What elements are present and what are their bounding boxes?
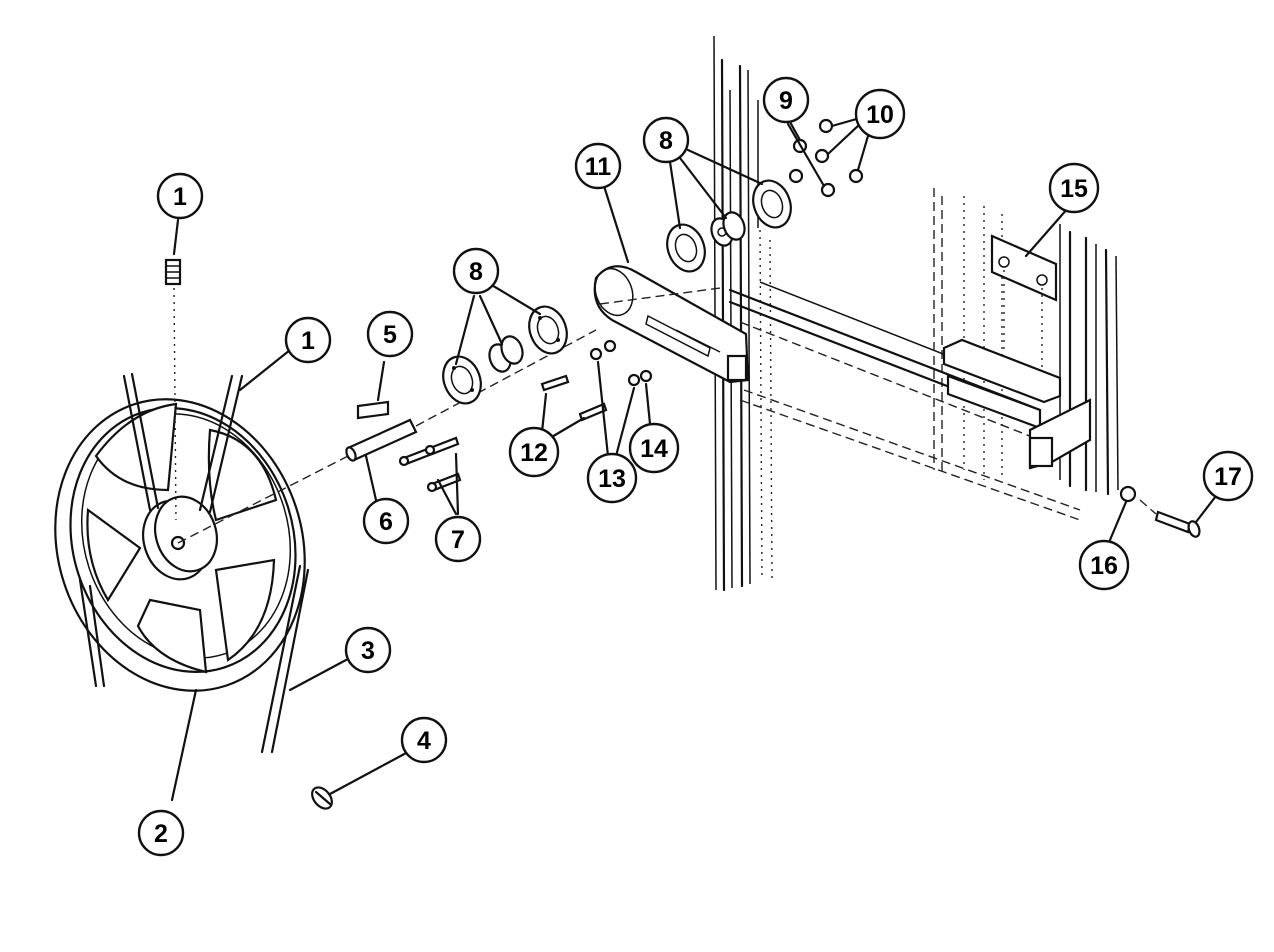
callout-number: 11 <box>585 153 612 181</box>
callout-circle <box>642 116 690 164</box>
callout-circle <box>1078 539 1130 591</box>
bearing-insert-upper <box>710 211 746 247</box>
callout-circle <box>508 426 560 478</box>
bearing-flange-right <box>528 305 568 355</box>
nut-part-16 <box>1119 485 1137 503</box>
bracket-arm <box>593 265 750 384</box>
callout-circle <box>1048 162 1100 214</box>
callout-number: 12 <box>520 439 548 467</box>
callout-7: 7 <box>434 515 482 563</box>
callout-number: 1 <box>173 183 187 211</box>
callout-5: 5 <box>366 310 414 358</box>
callout-circle <box>362 497 410 545</box>
shaft-and-key <box>345 329 597 462</box>
callout-9: 9 <box>762 76 810 124</box>
callout-circle <box>1202 450 1254 502</box>
bearing-flange-upper-right <box>752 179 792 229</box>
callout-number: 1 <box>301 327 315 355</box>
belt <box>78 372 310 754</box>
callout-number: 5 <box>383 321 397 349</box>
callout-number: 14 <box>640 435 668 463</box>
callout-number: 7 <box>451 526 465 554</box>
callout-2: 2 <box>137 809 185 857</box>
callout-number: 8 <box>469 258 483 286</box>
callout-number: 2 <box>154 820 168 848</box>
callout-17: 17 <box>1202 450 1254 502</box>
callout-circle <box>854 88 906 140</box>
bearing-flange-upper-left <box>666 223 706 273</box>
callout-circle <box>400 716 448 764</box>
callout-11: 11 <box>574 142 622 190</box>
callout-number: 6 <box>379 508 393 536</box>
callout-15: 15 <box>1048 162 1100 214</box>
callout-16: 16 <box>1078 539 1130 591</box>
callout-circle <box>366 310 414 358</box>
callout-number: 3 <box>361 637 375 665</box>
callout-number: 4 <box>417 727 431 755</box>
pulley-wheel <box>54 398 357 692</box>
set-screw <box>164 258 182 521</box>
callout-number: 9 <box>779 87 793 115</box>
bolts-part-7 <box>398 436 462 493</box>
callout-number: 16 <box>1090 552 1118 580</box>
column-bracket <box>942 338 1092 470</box>
callout-number: 13 <box>598 465 626 493</box>
callout-circle <box>762 76 810 124</box>
bearing-flange-left <box>442 355 482 405</box>
callout-8: 8 <box>642 116 690 164</box>
leader-lines <box>170 116 1218 802</box>
callout-circle <box>344 626 392 674</box>
bolt-part-17 <box>1139 499 1201 538</box>
callout-circle <box>574 142 622 190</box>
callout-number: 17 <box>1214 463 1242 491</box>
part-4-screw <box>311 786 333 810</box>
screws-and-washers <box>540 339 653 422</box>
callout-circle <box>137 809 185 857</box>
part-15-plate <box>990 234 1058 368</box>
callout-circle <box>586 452 638 504</box>
callout-circle <box>156 172 204 220</box>
callout-10: 10 <box>854 88 906 140</box>
callout-number: 8 <box>659 127 673 155</box>
callout-circle <box>628 422 680 474</box>
callout-3: 3 <box>344 626 392 674</box>
callout-6: 6 <box>362 497 410 545</box>
callout-8: 8 <box>452 247 500 295</box>
callout-circle <box>452 247 500 295</box>
callout-circle <box>284 316 332 364</box>
callout-number: 10 <box>866 101 894 129</box>
callout-circle <box>434 515 482 563</box>
callout-1: 1 <box>284 316 332 364</box>
callout-1: 1 <box>156 172 204 220</box>
callout-14: 14 <box>628 422 680 474</box>
bearing-insert <box>488 335 524 373</box>
callout-number: 15 <box>1060 175 1088 203</box>
callout-12: 12 <box>508 426 560 478</box>
callout-13: 13 <box>586 452 638 504</box>
callout-4: 4 <box>400 716 448 764</box>
